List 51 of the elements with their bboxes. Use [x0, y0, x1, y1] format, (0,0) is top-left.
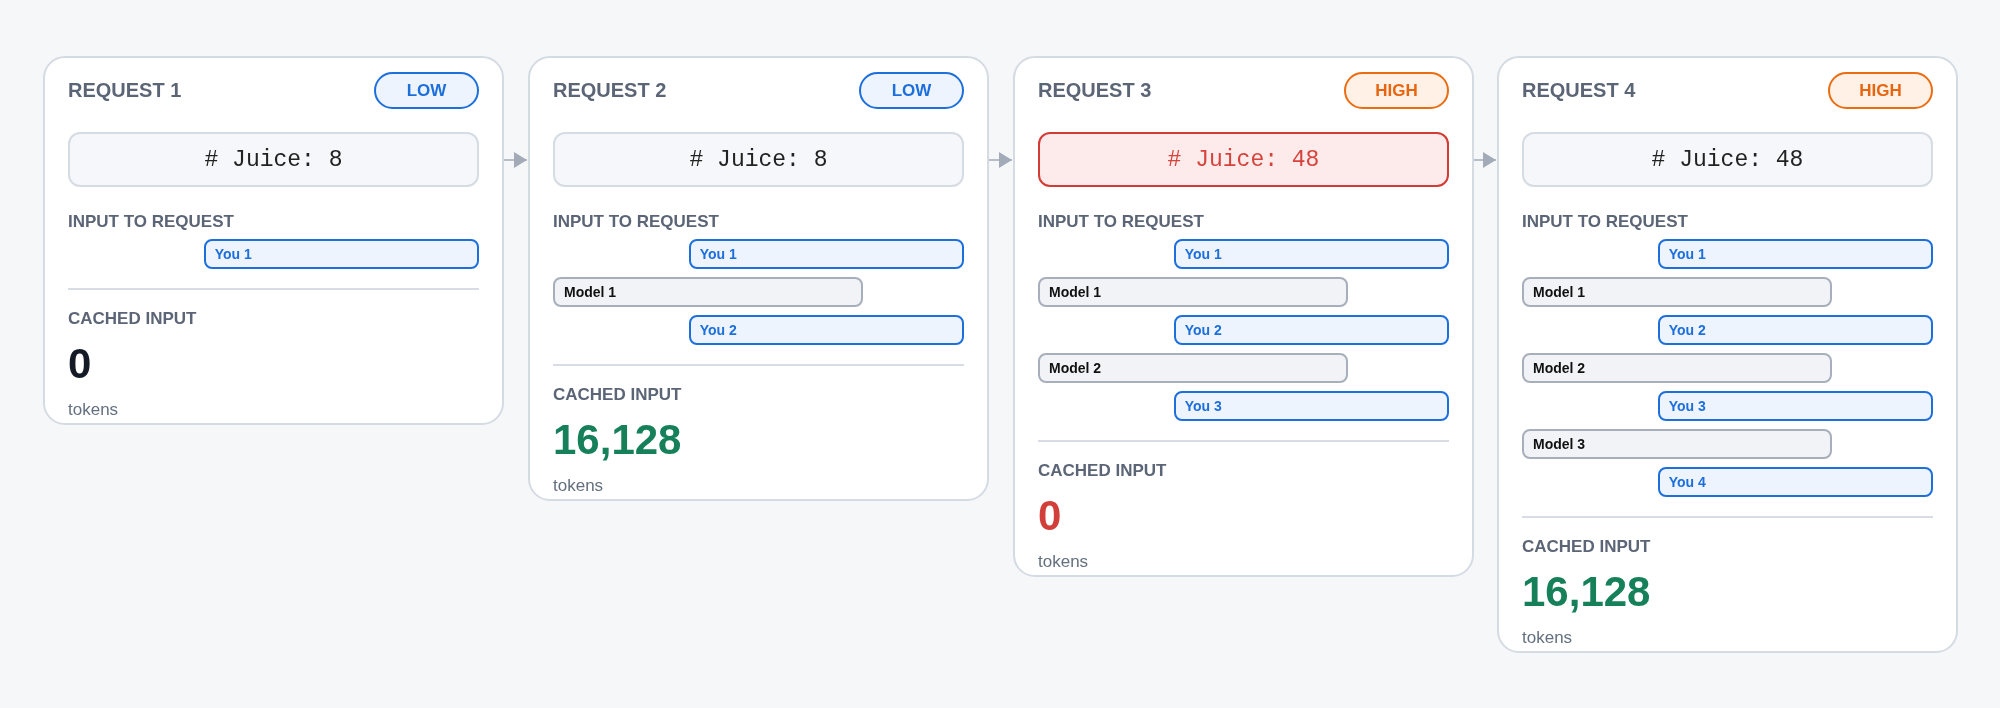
card-title: REQUEST 2: [553, 79, 667, 102]
token-count: 16,128: [553, 417, 682, 463]
card-title: REQUEST 3: [1038, 79, 1152, 102]
token-count: 0: [68, 341, 92, 387]
code-line-panel: # Juice: 48: [1522, 132, 1933, 187]
model-message-bar: Model 3: [1522, 429, 1833, 459]
section-label: CACHED INPUT: [553, 385, 682, 405]
user-message-bar: You 3: [1657, 391, 1933, 421]
request-card: [528, 56, 989, 501]
priority-badge: HIGH: [1344, 72, 1449, 109]
user-message-bar: You 2: [688, 315, 964, 345]
token-count: 16,128: [1522, 569, 1651, 615]
code-line-panel: # Juice: 8: [553, 132, 964, 187]
arrow: [988, 152, 1013, 168]
section-label: CACHED INPUT: [1038, 461, 1167, 481]
code-line-panel: # Juice: 8: [68, 132, 479, 187]
user-message-bar: You 2: [1657, 315, 1933, 345]
request-card: [1497, 56, 1958, 653]
unit-label: tokens: [68, 400, 119, 420]
request-card: [1013, 56, 1474, 577]
section-label: CACHED INPUT: [1522, 537, 1651, 557]
unit-label: tokens: [553, 476, 604, 496]
section-label: INPUT TO REQUEST: [1038, 212, 1204, 232]
user-message-bar: You 1: [688, 239, 964, 269]
model-message-bar: Model 2: [1038, 353, 1349, 383]
arrow: [1473, 152, 1497, 168]
section-label: INPUT TO REQUEST: [553, 212, 719, 232]
model-message-bar: Model 1: [1522, 277, 1833, 307]
model-message-bar: Model 1: [553, 277, 864, 307]
section-label: INPUT TO REQUEST: [1522, 212, 1688, 232]
unit-label: tokens: [1038, 552, 1089, 572]
user-message-bar: You 1: [203, 239, 479, 269]
section-label: INPUT TO REQUEST: [68, 212, 234, 232]
request-card: [43, 56, 504, 425]
user-message-bar: You 1: [1657, 239, 1933, 269]
section-label: CACHED INPUT: [68, 309, 197, 329]
unit-label: tokens: [1522, 628, 1573, 648]
priority-badge: HIGH: [1828, 72, 1933, 109]
model-message-bar: Model 2: [1522, 353, 1833, 383]
token-count: 0: [1038, 493, 1062, 539]
card-title: REQUEST 1: [68, 79, 182, 102]
code-line-panel: # Juice: 48: [1038, 132, 1449, 187]
priority-badge: LOW: [374, 72, 479, 109]
model-message-bar: Model 1: [1038, 277, 1349, 307]
card-title: REQUEST 4: [1522, 79, 1636, 102]
user-message-bar: You 2: [1173, 315, 1449, 345]
user-message-bar: You 1: [1173, 239, 1449, 269]
user-message-bar: You 4: [1657, 467, 1933, 497]
priority-badge: LOW: [859, 72, 964, 109]
arrow: [503, 152, 528, 168]
user-message-bar: You 3: [1173, 391, 1449, 421]
